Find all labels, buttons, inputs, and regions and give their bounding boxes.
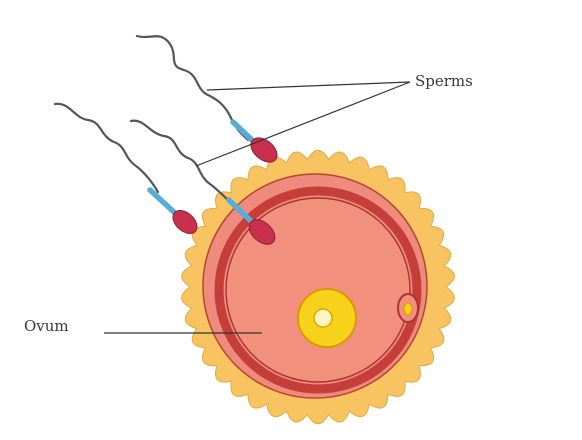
sperm-3-tail [129,119,234,206]
sperm-1-head [250,137,278,163]
polar-body-core [403,302,413,316]
sperm-1-tail [135,34,250,142]
vitelline-membrane [214,186,422,394]
sperm-3-head [248,219,276,245]
sperms-leader-line-2 [195,81,411,167]
sperm-3-midpiece [226,197,255,225]
sperm-3 [129,119,276,245]
ovum-label: Ovum [24,317,69,335]
sperm-2-midpiece [147,187,179,217]
sperm-1-midpiece [230,119,255,143]
sperm-2-head [172,209,198,235]
sperm-2-tail [53,102,160,194]
sperms-leader-line-1 [206,81,411,91]
sperm-2 [53,102,198,235]
nucleolus [313,308,333,328]
sperms-label: Sperms [415,72,473,90]
sperm-1 [135,34,278,163]
